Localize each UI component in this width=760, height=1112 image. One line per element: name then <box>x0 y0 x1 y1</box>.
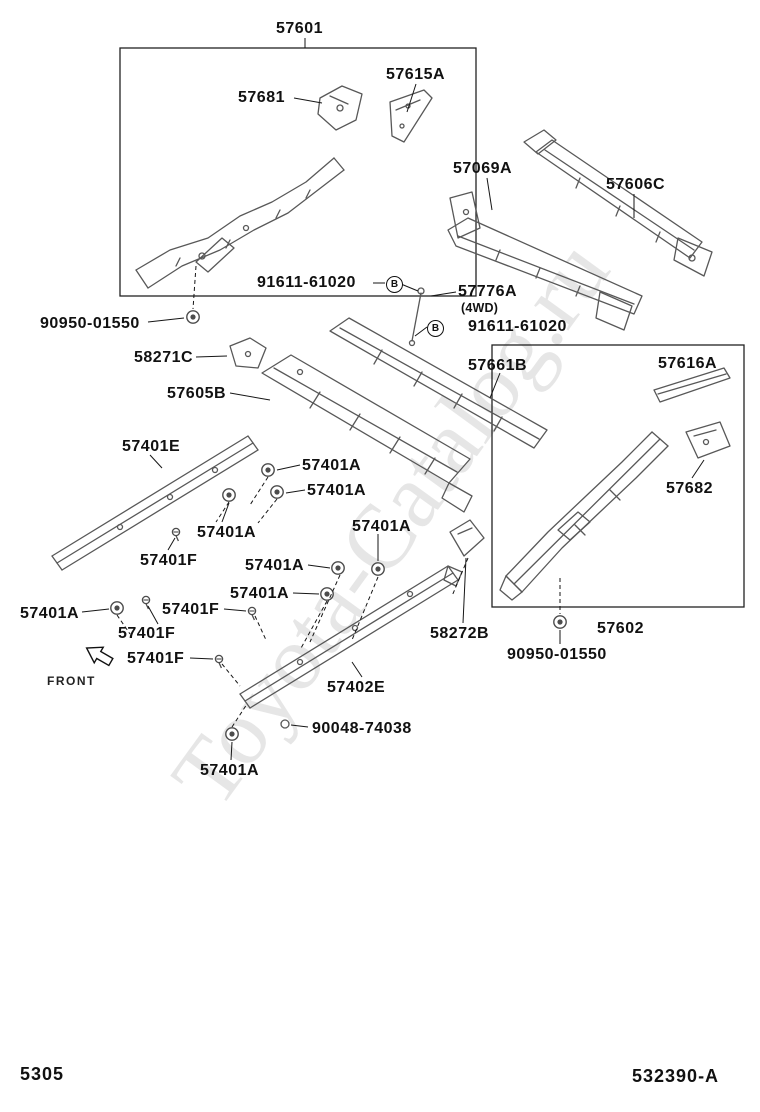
part-label-57681: 57681 <box>238 89 285 106</box>
part-label-57401e: 57401E <box>122 438 181 455</box>
part-label-57401a-4: 57401A <box>352 518 412 535</box>
washer-90048-sketch <box>280 719 290 729</box>
rail-57401e-sketch <box>51 435 259 571</box>
brace-57605b-sketch <box>261 354 473 513</box>
front-arrow-icon <box>85 646 114 667</box>
part-label-58271c: 58271C <box>134 349 194 366</box>
rear-side-member-sketch <box>499 431 669 601</box>
part-label-58272b: 58272B <box>430 625 490 642</box>
part-label-57682: 57682 <box>666 480 713 497</box>
part-label-57401a-6: 57401A <box>230 585 290 602</box>
callout-b-2: B <box>427 320 444 337</box>
bracket-57682-sketch <box>685 421 731 459</box>
front-side-member-sketch <box>135 157 345 289</box>
front-direction-label: FRONT <box>47 674 96 688</box>
plate-57615a-sketch <box>389 89 433 143</box>
part-label-90950-01550-2: 90950-01550 <box>507 646 607 663</box>
fasteners <box>110 310 567 741</box>
part-label-57401a-3: 57401A <box>197 524 257 541</box>
part-label-57401f-2: 57401F <box>162 601 220 618</box>
part-label-57776a: 57776A <box>458 283 518 300</box>
part-label-57401f-3: 57401F <box>118 625 176 642</box>
part-label-57401f-1: 57401F <box>140 552 198 569</box>
bracket-57681-sketch <box>317 85 363 131</box>
part-label-57601: 57601 <box>276 20 323 37</box>
page-code: 5305 <box>20 1064 65 1084</box>
dashed-lines <box>116 265 561 728</box>
part-label-57401a-1: 57401A <box>302 457 362 474</box>
part-label-4wd-note: (4WD) <box>461 301 499 315</box>
part-label-57606c: 57606C <box>606 176 666 193</box>
part-label-57069a: 57069A <box>453 160 513 177</box>
crossmember-57069a-sketch <box>447 191 643 331</box>
rail-57402e-sketch <box>239 565 463 709</box>
rail-57616a-sketch <box>653 367 731 403</box>
part-label-57605b: 57605B <box>167 385 227 402</box>
part-label-57401a-2: 57401A <box>307 482 367 499</box>
figure-code: 532390-A <box>632 1066 720 1086</box>
part-label-57402e: 57402E <box>327 679 386 696</box>
part-label-57661b: 57661B <box>468 357 528 374</box>
callout-b-1: B <box>386 276 403 293</box>
part-label-90950-01550-1: 90950-01550 <box>40 315 140 332</box>
rail-57606c-sketch <box>523 129 713 277</box>
detail-box-57601 <box>119 47 477 297</box>
part-label-57401a-8: 57401A <box>200 762 260 779</box>
part-label-91611-61020-1: 91611-61020 <box>257 274 356 291</box>
part-label-57602: 57602 <box>597 620 644 637</box>
detail-box-57602 <box>491 344 745 608</box>
part-label-90048-74038: 90048-74038 <box>312 720 412 737</box>
part-label-57401f-4: 57401F <box>127 650 185 667</box>
bracket-58272b-sketch <box>449 519 485 557</box>
part-label-57401a-5: 57401A <box>245 557 305 574</box>
crossmember-57661b-sketch <box>329 317 548 449</box>
part-label-57616a: 57616A <box>658 355 718 372</box>
bracket-58271c-sketch <box>229 337 267 369</box>
part-label-91611-61020-2: 91611-61020 <box>468 318 567 335</box>
leader-lines <box>81 38 705 761</box>
part-label-57401a-7: 57401A <box>20 605 80 622</box>
part-label-57615a: 57615A <box>386 66 446 83</box>
